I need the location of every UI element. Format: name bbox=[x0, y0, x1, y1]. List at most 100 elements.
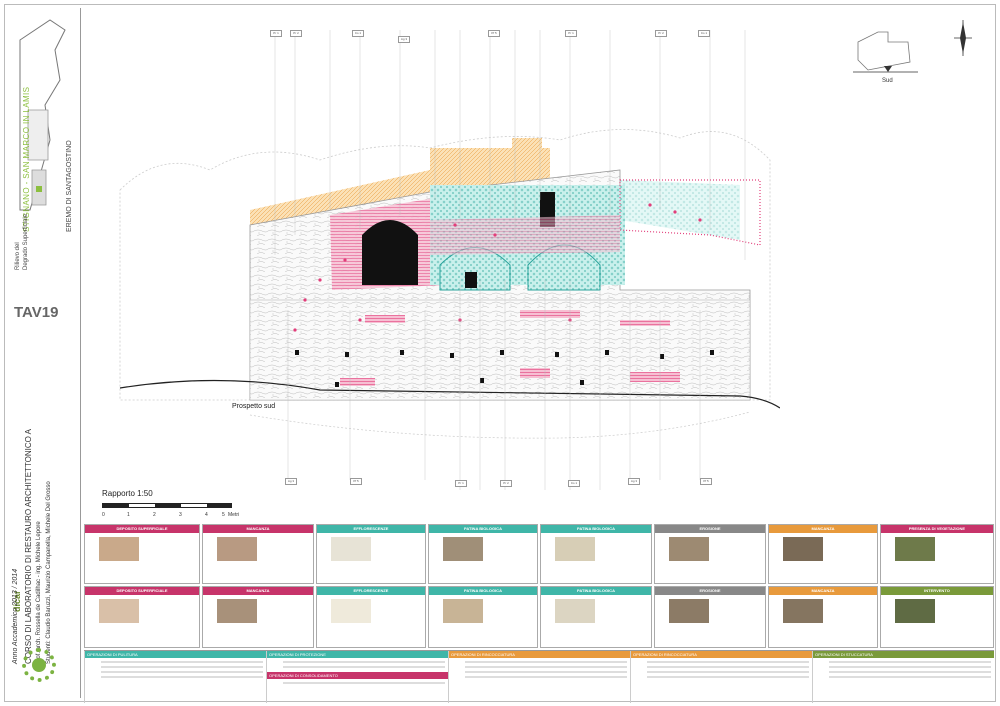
degradation-tag: Pr 2 bbox=[655, 30, 667, 37]
scale-tick: 1 bbox=[127, 512, 130, 518]
legend-cell: MANCANZA bbox=[202, 586, 314, 648]
degradation-tag: Pf 5 bbox=[488, 30, 500, 37]
scale-tick: 5 bbox=[222, 512, 225, 518]
operations-column: OPERAZIONI DI RINCOCCIATURA bbox=[448, 651, 630, 703]
scale-tick: 4 bbox=[205, 512, 208, 518]
legend-title: INTERVENTO bbox=[881, 587, 993, 595]
legend-title: DEPOSITO SUPERFICIALE bbox=[85, 525, 199, 533]
legend-cell: MANCANZA bbox=[768, 586, 878, 648]
operations-column: OPERAZIONI DI PULITURA bbox=[84, 651, 266, 703]
operations-title: OPERAZIONI DI PROTEZIONE bbox=[267, 651, 448, 658]
legend-cell: PATINA BIOLOGICA bbox=[540, 586, 652, 648]
scale-tick: 2 bbox=[153, 512, 156, 518]
legend-photo bbox=[783, 599, 823, 623]
legend-cell: MANCANZA bbox=[768, 524, 878, 584]
operations-column: OPERAZIONI DI PROTEZIONE OPERAZIONI DI C… bbox=[266, 651, 448, 703]
legend-title: EFFLORESCENZE bbox=[317, 525, 425, 533]
operations-title: OPERAZIONI DI RINCOCCIATURA bbox=[449, 651, 630, 658]
operations-title: OPERAZIONI DI RINCOCCIATURA bbox=[631, 651, 812, 658]
legend-title: PRESENZA DI VEGETAZIONE bbox=[881, 525, 993, 533]
legend-photo bbox=[217, 537, 257, 561]
degradation-tag: Ag 3 bbox=[628, 478, 640, 485]
students: Studenti: Claudio Baruzzi, Maurizio Camp… bbox=[46, 481, 52, 664]
scale-tick: 0 bbox=[102, 512, 105, 518]
legend-cell: EFFLORESCENZE bbox=[316, 524, 426, 584]
operations-column: OPERAZIONI DI STUCCATURA bbox=[812, 651, 994, 703]
building-title: EREMO DI SANTAGOSTINO bbox=[66, 140, 73, 232]
sheet-subject: Rilievo del Degrado Superficiale bbox=[15, 213, 29, 270]
legend-title: PATINA BIOLOGICA bbox=[429, 587, 537, 595]
legend-photo bbox=[331, 599, 371, 623]
degradation-tag: Pr 2 bbox=[500, 480, 512, 487]
operations-strip: OPERAZIONI DI PULITURA OPERAZIONI DI PRO… bbox=[84, 650, 994, 703]
university-logo-icon bbox=[22, 648, 56, 682]
degradation-tag: Ag 3 bbox=[398, 36, 410, 43]
legend-cell: PRESENZA DI VEGETAZIONE bbox=[880, 524, 994, 584]
north-arrow-icon bbox=[954, 20, 972, 56]
degradation-tag: Pr 1 bbox=[565, 30, 577, 37]
site-title: STIGNANO - SAN MARCO IN LAMIS bbox=[22, 86, 31, 232]
legend-title: PATINA BIOLOGICA bbox=[541, 525, 651, 533]
legend-title: MANCANZA bbox=[769, 587, 877, 595]
degradation-tag: Pr 1 bbox=[455, 480, 467, 487]
legend-photo bbox=[99, 537, 139, 561]
degradation-tag: Pf 5 bbox=[700, 478, 712, 485]
degradation-tag: Cs 1 bbox=[568, 480, 580, 487]
legend-title: EFFLORESCENZE bbox=[317, 587, 425, 595]
legend-photo bbox=[443, 537, 483, 561]
legend-title: DEPOSITO SUPERFICIALE bbox=[85, 587, 199, 595]
legend-title: MANCANZA bbox=[203, 587, 313, 595]
legend-photo bbox=[783, 537, 823, 561]
site-plan-thumbnail bbox=[19, 19, 66, 211]
scale-label: Rapporto 1:50 bbox=[102, 489, 153, 498]
sheet-code: TAV19 bbox=[14, 304, 59, 321]
sheet-frame bbox=[4, 4, 996, 702]
legend-cell: DEPOSITO SUPERFICIALE bbox=[84, 524, 200, 584]
scale-tick: 3 bbox=[179, 512, 182, 518]
degradation-tag: Cs 1 bbox=[352, 30, 364, 37]
legend-title: PATINA BIOLOGICA bbox=[429, 525, 537, 533]
legend-photo bbox=[669, 537, 709, 561]
legend-photo bbox=[99, 599, 139, 623]
view-label: Prospetto sud bbox=[232, 403, 276, 410]
scale-unit: Metri bbox=[228, 512, 240, 518]
legend-photo bbox=[555, 599, 595, 623]
legend-photo bbox=[895, 599, 935, 623]
academic-year: Anno Accademico 2013 / 2014 bbox=[12, 568, 19, 664]
logo-center bbox=[32, 658, 46, 672]
degradation-tag: Pr 1 bbox=[270, 30, 282, 37]
key-plan bbox=[853, 31, 918, 73]
legend-title: MANCANZA bbox=[203, 525, 313, 533]
professors: prof. arch. Rossella de Cadilhac - ing. … bbox=[36, 521, 42, 664]
legend-title: MANCANZA bbox=[769, 525, 877, 533]
legend-cell: EROSIONE bbox=[654, 524, 766, 584]
legend-cell: PATINA BIOLOGICA bbox=[428, 586, 538, 648]
degradation-legend: DEPOSITO SUPERFICIALE MANCANZA EFFLORESC… bbox=[84, 524, 994, 648]
degradation-tag: Pf 5 bbox=[350, 478, 362, 485]
legend-photo bbox=[217, 599, 257, 623]
legend-photo bbox=[555, 537, 595, 561]
legend-cell: EROSIONE bbox=[654, 586, 766, 648]
operations-column: OPERAZIONI DI RINCOCCIATURA bbox=[630, 651, 812, 703]
legend-photo bbox=[895, 537, 935, 561]
legend-cell: EFFLORESCENZE bbox=[316, 586, 426, 648]
legend-photo bbox=[331, 537, 371, 561]
legend-title: EROSIONE bbox=[655, 525, 765, 533]
legend-photo bbox=[669, 599, 709, 623]
legend-cell: PATINA BIOLOGICA bbox=[540, 524, 652, 584]
degradation-tag: Pr 2 bbox=[290, 30, 302, 37]
legend-cell: PATINA BIOLOGICA bbox=[428, 524, 538, 584]
operations-title: OPERAZIONI DI CONSOLIDAMENTO bbox=[267, 672, 448, 679]
sidebar-divider bbox=[80, 8, 81, 698]
scale-bar bbox=[102, 503, 232, 508]
degradation-tag: Ag 3 bbox=[285, 478, 297, 485]
legend-cell: DEPOSITO SUPERFICIALE bbox=[84, 586, 200, 648]
key-plan-label: Sud bbox=[882, 78, 893, 84]
operations-title: OPERAZIONI DI STUCCATURA bbox=[813, 651, 994, 658]
legend-cell: MANCANZA bbox=[202, 524, 314, 584]
operations-title: OPERAZIONI DI PULITURA bbox=[85, 651, 266, 658]
south-elevation-drawing bbox=[119, 30, 780, 490]
legend-title: EROSIONE bbox=[655, 587, 765, 595]
degradation-tag: Cs 1 bbox=[698, 30, 710, 37]
course-title: CORSO DI LABORATORIO DI RESTAURO ARCHITE… bbox=[24, 429, 33, 664]
